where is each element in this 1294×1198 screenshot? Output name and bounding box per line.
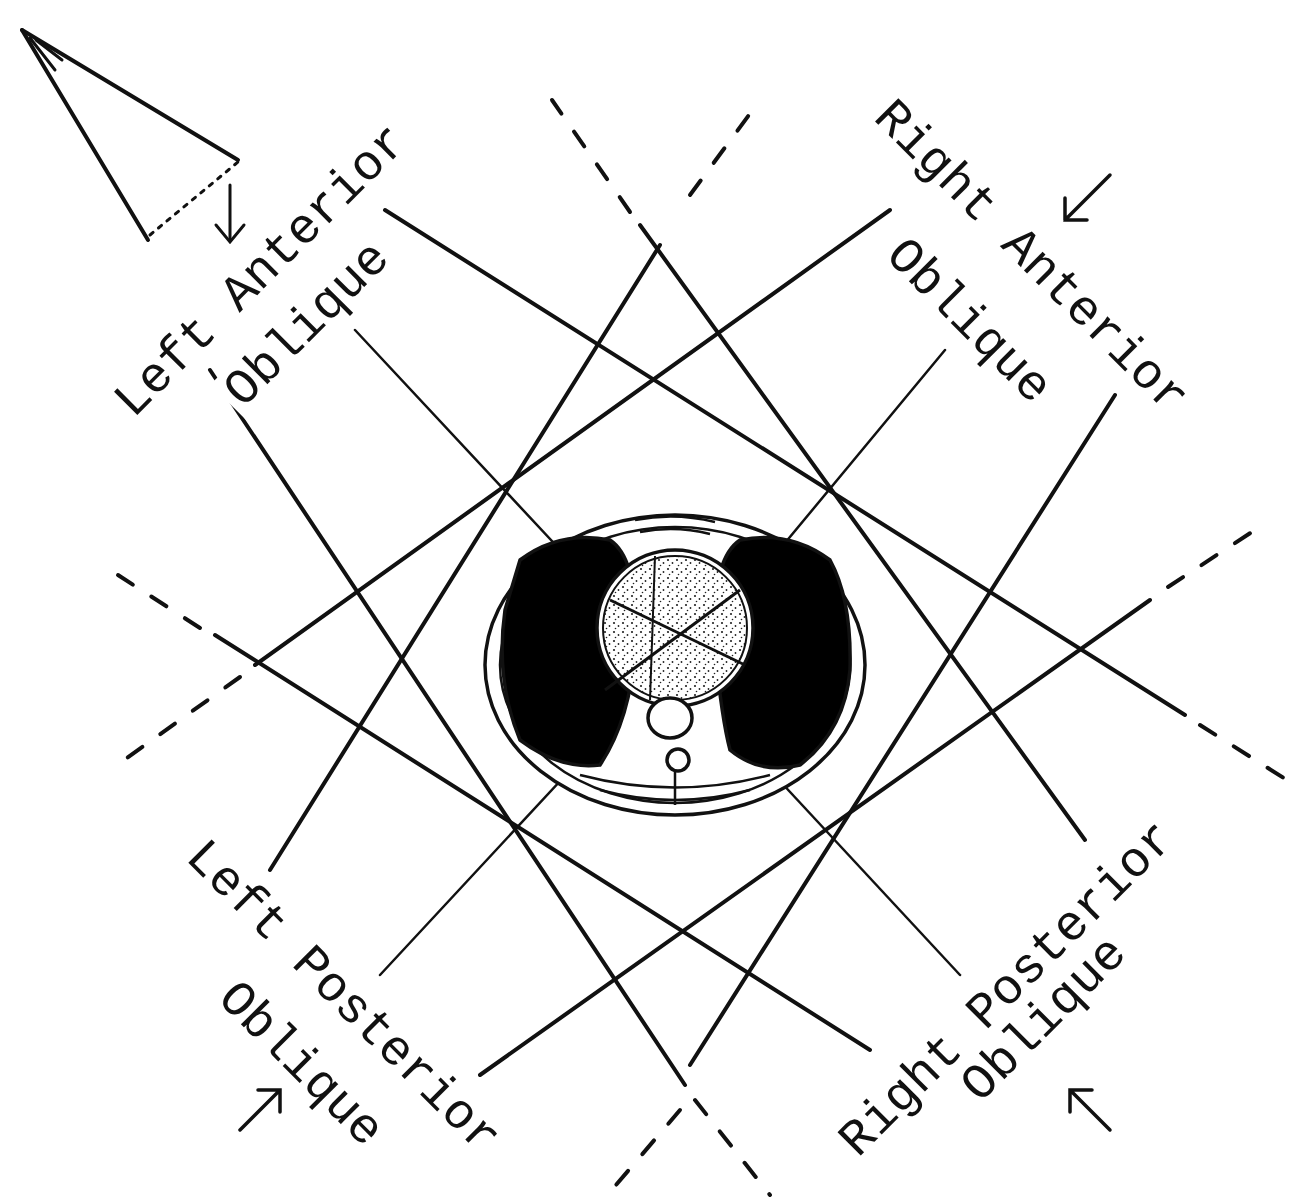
view-label: Right Posterior <box>826 808 1191 1173</box>
